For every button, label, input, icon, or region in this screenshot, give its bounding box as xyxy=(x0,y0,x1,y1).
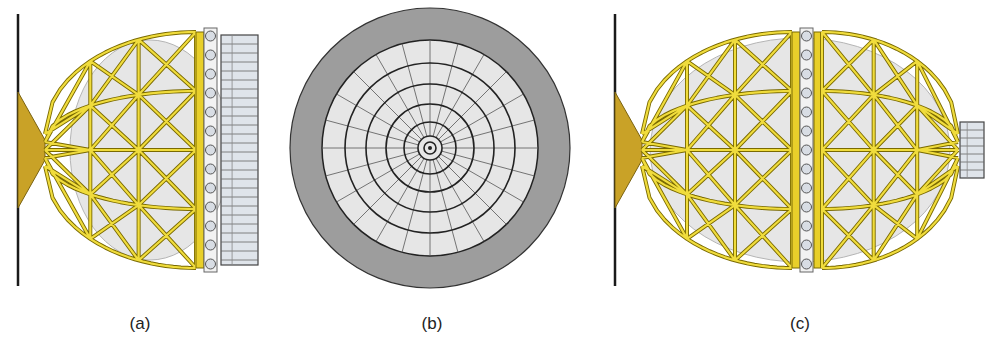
ring-flange xyxy=(196,32,204,268)
cylinder-band xyxy=(221,152,258,153)
cylinder-band xyxy=(221,215,258,216)
bearing-ring xyxy=(204,28,217,272)
bearing-ball xyxy=(206,259,216,269)
figure-label: (a) xyxy=(130,314,151,334)
cylinder-band xyxy=(221,161,258,162)
cylinder-band xyxy=(221,62,258,63)
plate-cone xyxy=(615,92,642,208)
cylinder-band xyxy=(221,107,258,108)
figure-c xyxy=(615,14,984,286)
cylinder-band xyxy=(221,143,258,144)
cylinder-band xyxy=(221,242,258,243)
bearing-ball xyxy=(802,88,812,98)
cylinder-band xyxy=(221,53,258,54)
concentric-ring xyxy=(366,84,494,212)
cylinder-module xyxy=(960,122,984,178)
truss-shadow xyxy=(822,32,958,268)
bearing-ball xyxy=(206,88,216,98)
cylinder-band xyxy=(221,188,258,189)
cylinder-edge xyxy=(967,122,968,178)
cylinder-band xyxy=(960,162,984,163)
cylinder-band xyxy=(960,130,984,131)
bearing-ball xyxy=(206,31,216,41)
bearing-ball xyxy=(206,145,216,155)
cylinder-band xyxy=(221,170,258,171)
inner-disc xyxy=(322,40,538,256)
bearing-ball xyxy=(206,50,216,60)
cylinder-band xyxy=(221,80,258,81)
figure-label: (b) xyxy=(422,314,443,334)
bearing-ball xyxy=(802,107,812,117)
cylinder-band xyxy=(221,251,258,252)
cylinder-band xyxy=(221,197,258,198)
bearing-ball xyxy=(802,164,812,174)
concentric-ring xyxy=(418,136,442,160)
cylinder-band xyxy=(221,179,258,180)
bearing-ball xyxy=(802,126,812,136)
cylinder-band xyxy=(221,44,258,45)
concentric-ring xyxy=(345,63,515,233)
truss-frame xyxy=(822,32,958,268)
figure-label: (c) xyxy=(790,314,810,334)
cylinder-module xyxy=(221,35,258,265)
plate-cone xyxy=(18,92,45,208)
bearing-ball xyxy=(206,221,216,231)
bearing-ball xyxy=(802,202,812,212)
cylinder-band xyxy=(960,138,984,139)
cylinder-band xyxy=(960,154,984,155)
bearing-ball xyxy=(802,69,812,79)
bearing-ring xyxy=(800,28,813,272)
outer-annulus xyxy=(290,8,570,288)
bearing-ball xyxy=(802,31,812,41)
bearing-ball xyxy=(206,240,216,250)
bearing-ball xyxy=(802,145,812,155)
bearing-ball xyxy=(206,202,216,212)
ring-flange xyxy=(792,32,800,268)
bearing-ball xyxy=(802,221,812,231)
bearing-ball xyxy=(206,69,216,79)
bearing-ball xyxy=(206,164,216,174)
truss-frame xyxy=(45,32,196,268)
cylinder-band xyxy=(221,233,258,234)
concentric-ring xyxy=(424,142,436,154)
bearing-ball xyxy=(206,126,216,136)
bearing-ball xyxy=(206,107,216,117)
concentric-ring xyxy=(386,104,474,192)
cylinder-band xyxy=(221,260,258,261)
bearing-ball xyxy=(802,183,812,193)
truss-frame xyxy=(642,32,792,268)
cylinder-band xyxy=(221,98,258,99)
truss-shadow xyxy=(45,32,196,268)
cylinder-band xyxy=(221,89,258,90)
bearing-ball xyxy=(802,50,812,60)
cylinder-band xyxy=(221,224,258,225)
concentric-ring xyxy=(404,122,456,174)
cylinder-band xyxy=(221,71,258,72)
cylinder-band xyxy=(221,134,258,135)
bearing-ball xyxy=(206,183,216,193)
cylinder-band xyxy=(960,170,984,171)
figure-b xyxy=(290,8,570,288)
cylinder-band xyxy=(221,116,258,117)
bearing-ball xyxy=(802,240,812,250)
cylinder-band xyxy=(221,125,258,126)
bearing-ball xyxy=(802,259,812,269)
cylinder-band xyxy=(221,206,258,207)
center-hub xyxy=(428,146,432,150)
cylinder-edge xyxy=(232,35,233,265)
truss-shadow xyxy=(642,32,792,268)
cylinder-band xyxy=(960,146,984,147)
figure-a xyxy=(18,14,258,286)
